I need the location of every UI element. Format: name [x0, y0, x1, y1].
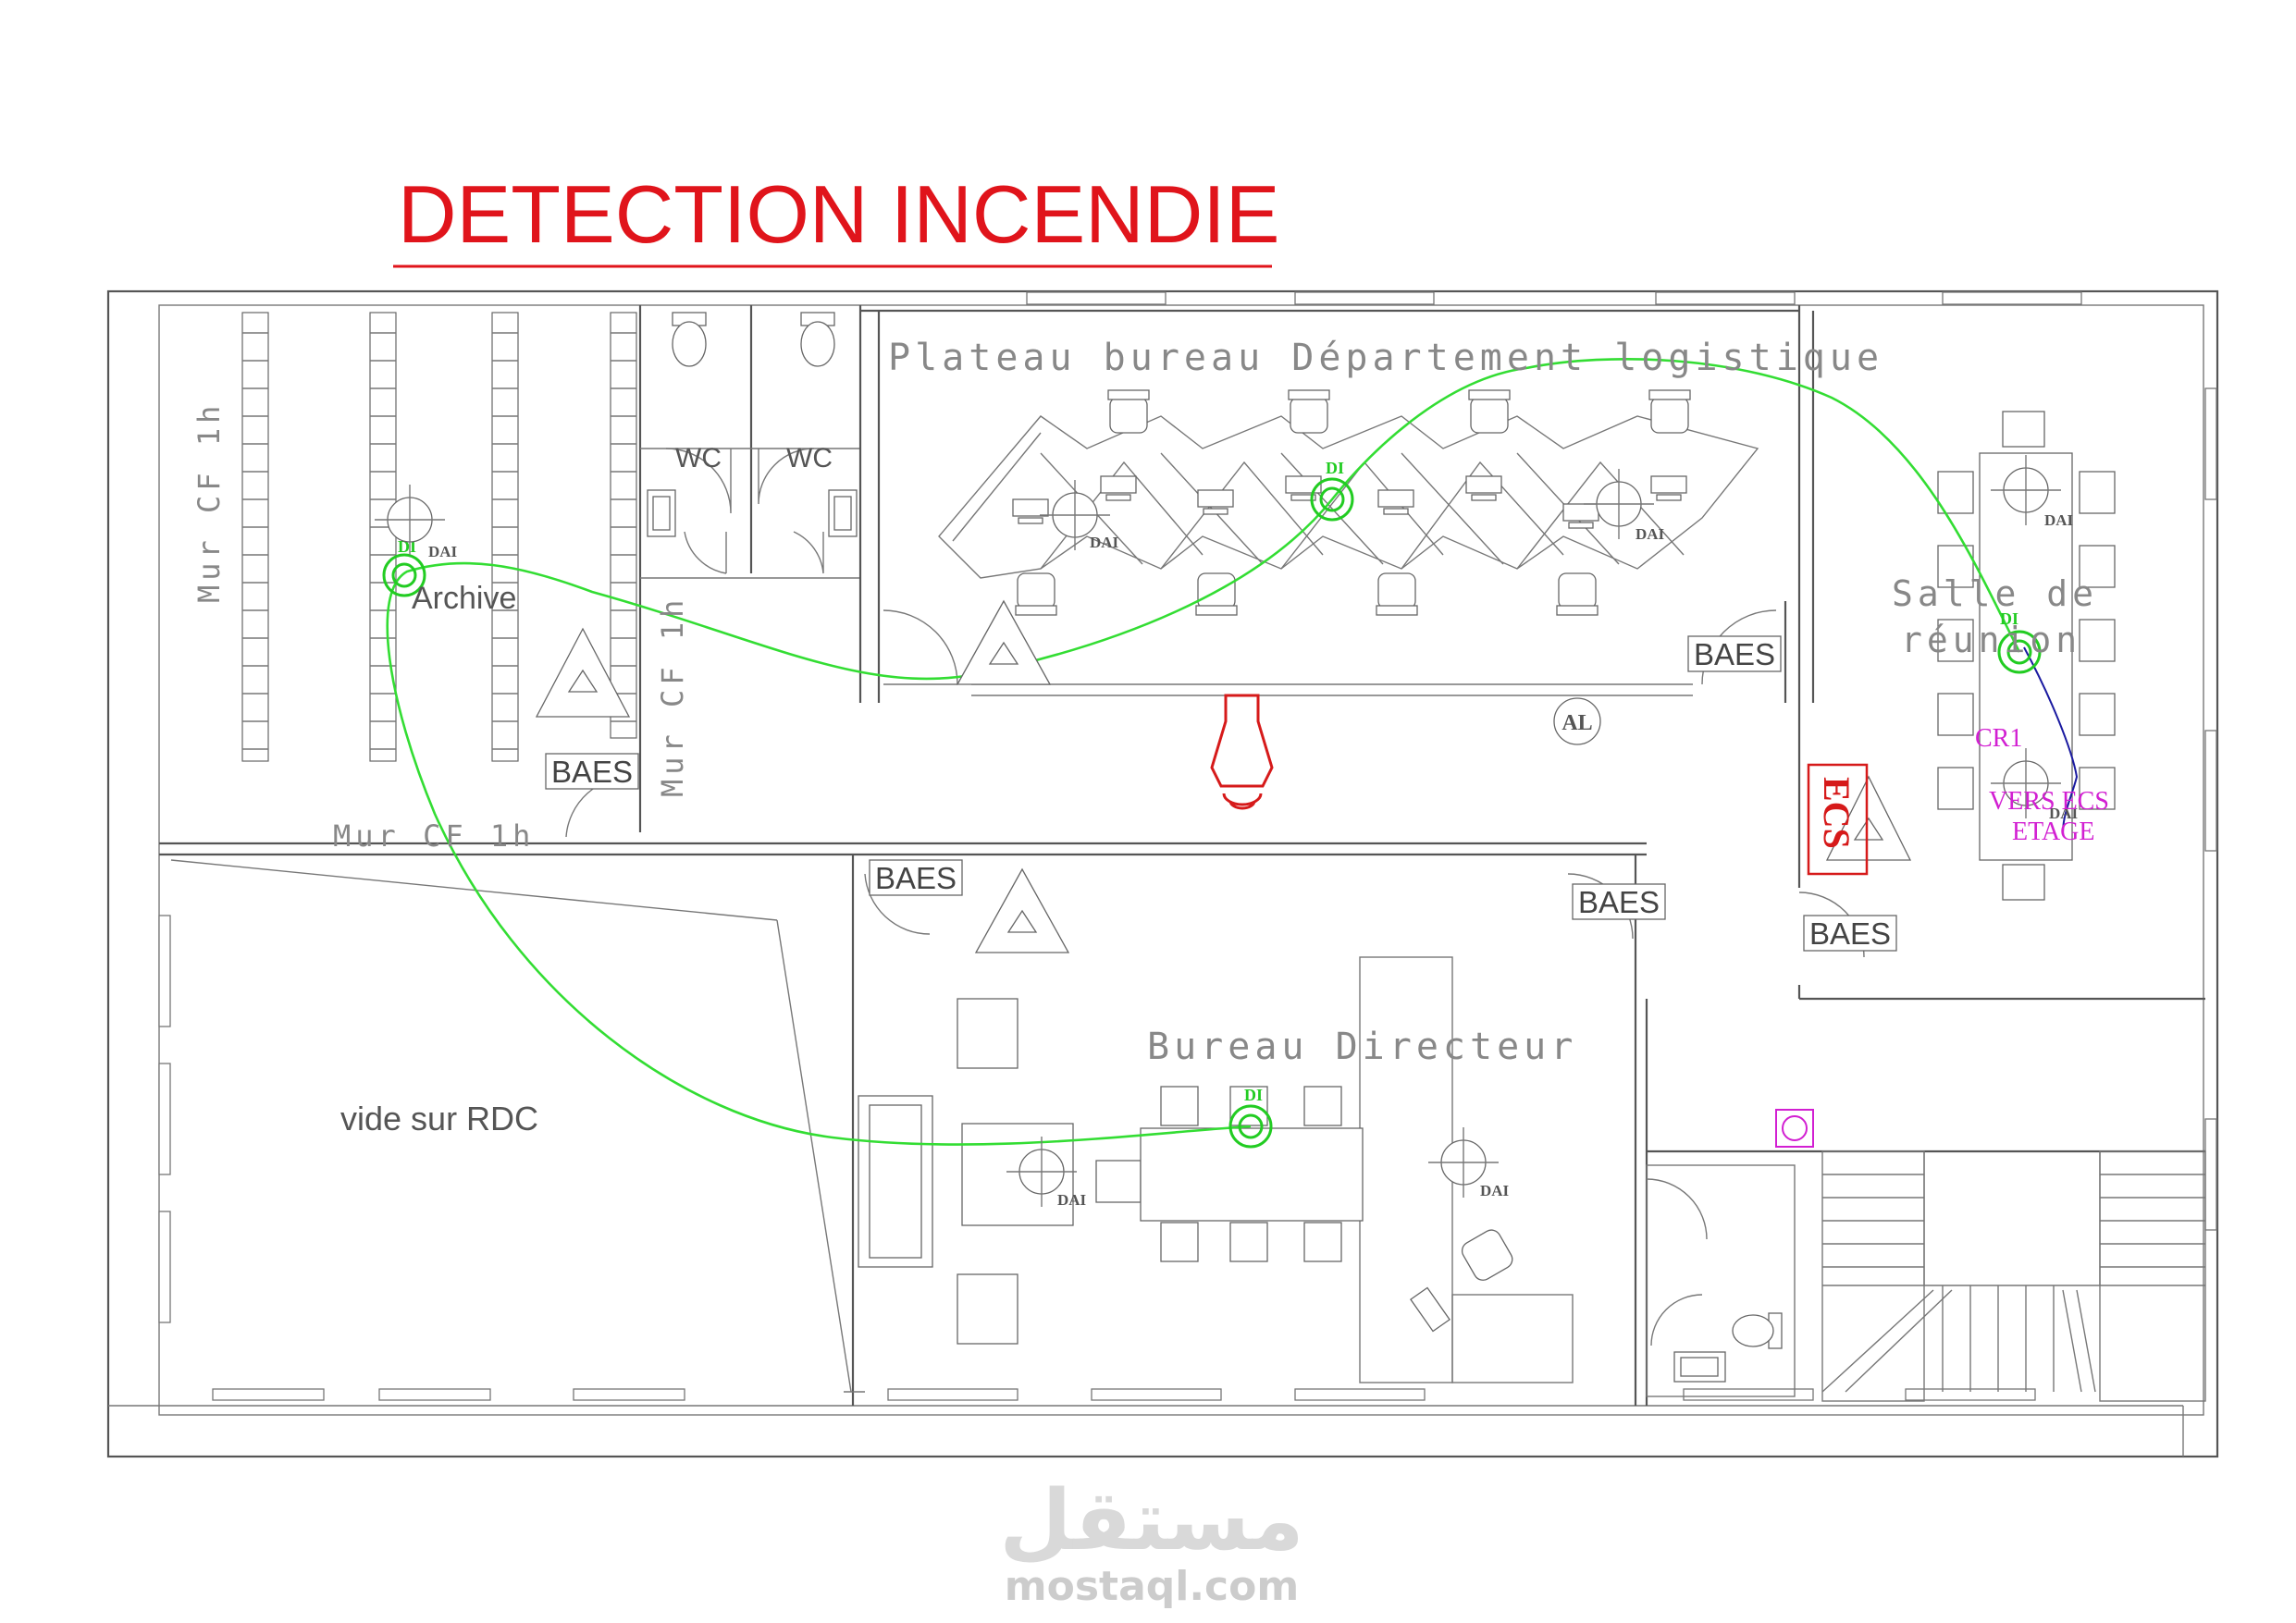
page-title: DETECTION INCENDIE [398, 168, 1279, 260]
alarm-al-icon: AL [1553, 697, 1601, 745]
detection-loop-cable [386, 358, 2021, 1146]
workstation-icon [1562, 503, 1599, 529]
chair-icon [1376, 572, 1418, 616]
chair-icon [1107, 389, 1150, 434]
workstation-icon [1197, 489, 1234, 515]
baes-label: BAES [1687, 635, 1782, 672]
svg-text:BAES: BAES [1694, 637, 1775, 671]
vers-ecs-line2: ETAGE [2012, 818, 2095, 846]
svg-text:DAI: DAI [2044, 511, 2074, 529]
detector-label: DI [1244, 1086, 1263, 1104]
extinguisher-triangle-icon [956, 599, 1052, 685]
svg-text:DAI: DAI [1057, 1191, 1087, 1209]
extinguisher-triangle-icon [1825, 775, 1912, 861]
dai-detector-icon: DAI [1991, 455, 2074, 529]
room-label-wc-left: WC [675, 443, 722, 473]
smoke-detector-icon: DI [1310, 459, 1354, 522]
ecs-panel: ECS [1807, 763, 1869, 876]
watermark: مستقل mostaql.com [999, 1472, 1303, 1610]
chair-icon [1556, 572, 1599, 616]
dai-detector-icon: DAI [1428, 1127, 1510, 1199]
room-label-plateau: Plateau bureau Département logistique [888, 337, 1883, 379]
wall-label-cf-horizontal: Mur CF 1h [333, 818, 535, 854]
watermark-latin: mostaql.com [1005, 1563, 1299, 1610]
baes-emergency-lights: BAES BAES BAES BAES BAES [545, 635, 1897, 952]
siren-icon [1210, 694, 1274, 810]
svg-text:DAI: DAI [1636, 525, 1665, 543]
room-label-wc-right: WC [786, 443, 833, 473]
workstation-icon [1100, 475, 1137, 501]
archive-racks [241, 312, 637, 762]
svg-text:AL: AL [1562, 711, 1592, 735]
director-furniture [858, 998, 1513, 1345]
dai-detector-icon: DAI [375, 485, 458, 560]
baes-label: BAES [1572, 883, 1666, 920]
plateau-workstations [938, 389, 1759, 616]
workstation-icon [1465, 475, 1502, 501]
svg-text:DAI: DAI [1480, 1182, 1510, 1199]
detector-label: DI [2000, 609, 2018, 628]
workstation-icon [1377, 489, 1414, 515]
wc-fixtures [647, 312, 1783, 1383]
smoke-detector-icon: DI [1997, 609, 2042, 674]
watermark-arabic: مستقل [999, 1472, 1303, 1569]
svg-text:BAES: BAES [875, 861, 957, 895]
chair-icon [1648, 389, 1691, 434]
ecs-label: ECS [1816, 777, 1858, 849]
workstation-icon [1285, 475, 1322, 501]
chair-icon [1195, 572, 1238, 616]
svg-text:DAI: DAI [428, 543, 458, 560]
svg-text:DAI: DAI [1090, 534, 1119, 551]
ecs-link-cable [2023, 646, 2079, 833]
svg-text:BAES: BAES [551, 755, 633, 789]
baes-label: BAES [1803, 915, 1897, 952]
chair-icon [1288, 389, 1330, 434]
svg-text:DAI: DAI [2049, 805, 2079, 822]
toilet-icon [1732, 1312, 1783, 1349]
chair-icon [1015, 572, 1057, 616]
wall-label-cf-left: Mur CF 1h [191, 401, 227, 603]
sink-icon [828, 489, 858, 537]
workstation-icon [1650, 475, 1687, 501]
room-label-salle-line2: réunion [1901, 620, 2081, 660]
building-outline [106, 289, 2219, 1458]
extinguisher-triangle-icon [974, 867, 1070, 953]
wall-label-cf-mid: Mur CF 1h [655, 596, 690, 797]
baes-label: BAES [545, 753, 639, 790]
smoke-detector-icon: DI [1228, 1086, 1273, 1149]
room-label-archive: Archive [412, 581, 516, 616]
sink-icon [647, 489, 676, 537]
title-block: DETECTION INCENDIE [393, 168, 1279, 268]
dai-detector-icon: DAI [1584, 469, 1665, 543]
svg-text:BAES: BAES [1809, 916, 1891, 951]
cr1-label: CR1 [1975, 724, 2022, 753]
dai-detector-icon: DAI [1006, 1137, 1087, 1209]
workstation-icon [1410, 1286, 1450, 1333]
room-label-bureau: Bureau Directeur [1147, 1026, 1577, 1068]
toilet-icon [672, 312, 707, 367]
room-label-vide: vide sur RDC [340, 1100, 538, 1137]
room-label-salle-line1: Salle de [1892, 573, 2098, 614]
manual-call-point-icon [1775, 1109, 1814, 1148]
chair-icon [1461, 1229, 1513, 1281]
workstation-icon [1012, 498, 1049, 524]
detector-label: DI [1326, 459, 1344, 477]
dai-detector-icon: DAI [1991, 748, 2079, 822]
sink-icon [1673, 1351, 1726, 1383]
vers-ecs-line1: VERS ECS [1989, 787, 2109, 816]
chair-icon [1468, 389, 1511, 434]
toilet-icon [800, 312, 835, 367]
extinguisher-triangle-icon [535, 627, 631, 718]
dai-detector-icon: DAI [1040, 480, 1119, 551]
svg-text:BAES: BAES [1578, 885, 1660, 919]
baes-label: BAES [869, 859, 963, 896]
interior-walls [159, 305, 2206, 1406]
